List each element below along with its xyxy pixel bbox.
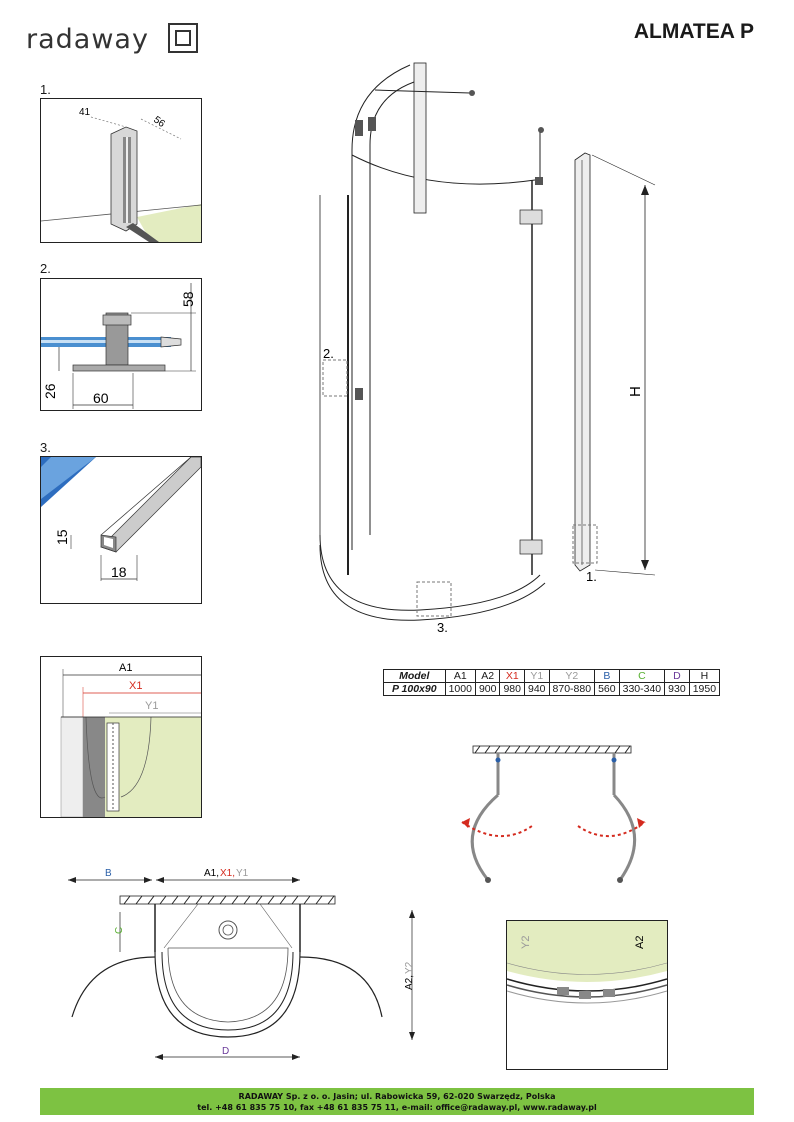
footer-bar: RADAWAY Sp. z o. o. Jasin; ul. Rabowicka…	[40, 1088, 754, 1115]
spec-cell-model: P 100x90	[383, 682, 446, 696]
callout-3-label: 3.	[437, 620, 448, 635]
spec-header-y1: Y1	[524, 669, 550, 683]
spec-header-d: D	[664, 669, 690, 683]
zoom-detail-drawing: Y2 A2	[507, 921, 667, 1004]
detail-1-dim-b: 56	[151, 114, 167, 130]
spec-cell-y2: 870-880	[548, 682, 596, 696]
plan-label-y1: Y1	[236, 868, 249, 879]
detail-2-dim-height: 58	[180, 291, 196, 307]
section-detail-panel: A1 X1 Y1	[40, 656, 202, 818]
plan-label-x1: X1,	[220, 868, 235, 879]
spec-cell-a2: 900	[474, 682, 501, 696]
plan-label-d: D	[222, 1046, 229, 1057]
detail-2-dim-width: 60	[93, 390, 109, 406]
spec-cell-b: 560	[594, 682, 620, 696]
spec-cell-d: 930	[664, 682, 690, 696]
spec-header-model: Model	[383, 669, 446, 683]
section-label-y1: Y1	[145, 700, 158, 712]
section-label-a1: A1	[119, 662, 132, 674]
brand-logo-text: radaway	[26, 24, 149, 55]
footer-address: RADAWAY Sp. z o. o. Jasin; ul. Rabowicka…	[238, 1092, 556, 1101]
detail-1-drawing: 41 56	[41, 107, 201, 242]
spec-header-y2: Y2	[548, 669, 596, 683]
door-opening-diagram	[461, 745, 646, 883]
spec-header-a1: A1	[444, 669, 476, 683]
plan-label-a1: A1,	[204, 868, 219, 879]
detail-3-drawing: 15 18	[41, 457, 201, 581]
section-label-x1: X1	[129, 680, 142, 692]
detail-3-dim-height: 15	[54, 529, 70, 545]
product-title: ALMATEA P	[633, 20, 754, 43]
plan-label-b: B	[105, 868, 112, 879]
detail-panel-1: 41 56	[40, 98, 202, 243]
spec-cell-h: 1950	[688, 682, 721, 696]
spec-cell-y1: 940	[524, 682, 550, 696]
table-row: P 100x90 1000 900 980 940 870-880 560 33…	[383, 682, 721, 696]
spec-table-header-row: Model A1 A2 X1 Y1 Y2 B C D H	[383, 669, 721, 683]
plan-label-c: C	[114, 927, 125, 934]
plan-view-diagram: B A1, X1, Y1 C D A2, Y2	[68, 868, 415, 1060]
zoom-label-a2: A2	[634, 936, 646, 949]
zoom-detail-panel: Y2 A2	[506, 920, 668, 1070]
detail-2-dim-base: 26	[42, 383, 58, 399]
detail-panel-2: 58 26 60	[40, 278, 202, 411]
section-detail-drawing: A1 X1 Y1	[60, 662, 201, 817]
brand-logo-icon	[168, 23, 198, 53]
step-1-label: 1.	[40, 82, 51, 97]
plan-label-y2: Y2	[404, 961, 415, 974]
callout-1-label: 1.	[586, 569, 597, 584]
spec-cell-a1: 1000	[444, 682, 476, 696]
plan-label-a2: A2,	[404, 975, 415, 990]
detail-3-dim-width: 18	[111, 564, 127, 580]
callout-2-label: 2.	[323, 346, 334, 361]
height-label: H	[627, 386, 644, 397]
spec-header-c: C	[618, 669, 666, 683]
spec-cell-x1: 980	[499, 682, 525, 696]
step-3-label: 3.	[40, 440, 51, 455]
detail-2-drawing: 58 26 60	[41, 283, 196, 409]
detail-panel-3: 15 18	[40, 456, 202, 604]
spec-header-h: H	[688, 669, 721, 683]
spec-header-x1: X1	[499, 669, 525, 683]
spec-header-b: B	[594, 669, 620, 683]
enclosure-3d-drawing: H 1. 2. 3.	[319, 62, 656, 635]
spec-header-a2: A2	[474, 669, 501, 683]
spec-cell-c: 330-340	[618, 682, 666, 696]
detail-1-dim-a: 41	[79, 107, 91, 118]
zoom-label-y2: Y2	[520, 936, 532, 949]
step-2-label: 2.	[40, 261, 51, 276]
spec-table: Model A1 A2 X1 Y1 Y2 B C D H P 100x90 10…	[383, 669, 721, 696]
footer-contact: tel. +48 61 835 75 10, fax +48 61 835 75…	[197, 1103, 597, 1112]
